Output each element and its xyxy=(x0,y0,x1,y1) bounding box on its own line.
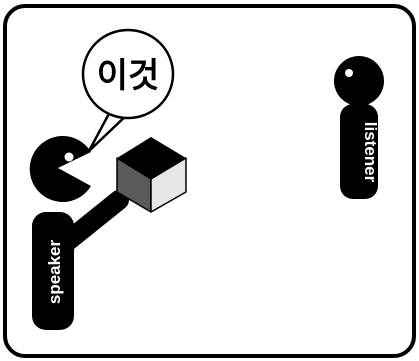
listener-head xyxy=(334,56,384,106)
speech-bubble-text: 이것 xyxy=(97,56,160,96)
listener-figure: listener xyxy=(334,56,384,199)
listener-label: listener xyxy=(361,122,380,183)
speaker-eye xyxy=(65,153,74,162)
listener-eye xyxy=(345,69,353,77)
speaker-label: speaker xyxy=(45,239,64,304)
